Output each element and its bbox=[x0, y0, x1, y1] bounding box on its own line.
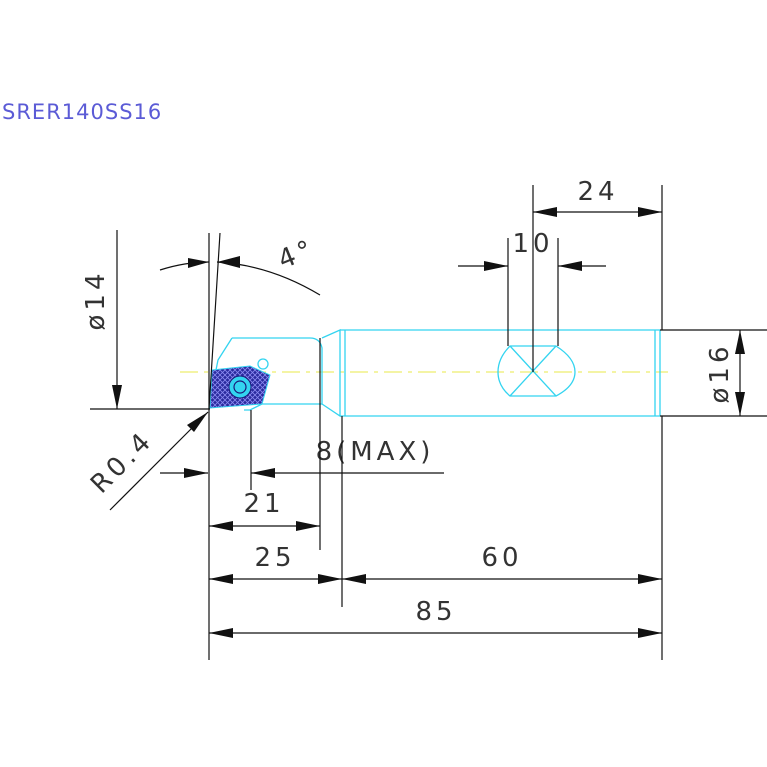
tool-holder-body bbox=[213, 328, 661, 418]
dimension-25-60: 25 60 bbox=[209, 416, 662, 607]
dimension-85: 85 bbox=[208, 409, 663, 660]
drawing-title: SRER140SS16 bbox=[2, 100, 163, 124]
dia-head-label: ø14 bbox=[81, 270, 111, 331]
dim-25-label: 25 bbox=[254, 543, 295, 573]
depth-8max-label: 8(MAX) bbox=[316, 437, 435, 467]
angle-label: 4° bbox=[274, 234, 320, 276]
dim-21-label: 21 bbox=[243, 489, 284, 519]
dia-shank-label: ø16 bbox=[705, 343, 735, 404]
dimension-24: 24 bbox=[532, 177, 663, 372]
width-24-label: 24 bbox=[577, 177, 618, 207]
dimension-dia-shank: ø16 bbox=[660, 329, 767, 417]
cutting-insert bbox=[209, 365, 271, 409]
dimension-10: 10 bbox=[458, 229, 606, 346]
dimension-8max: 8(MAX) bbox=[160, 410, 444, 490]
radius-label: R0.4 bbox=[85, 425, 160, 500]
overall-85-label: 85 bbox=[415, 597, 456, 627]
dimension-radius: R0.4 bbox=[85, 411, 209, 511]
dim-60-label: 60 bbox=[481, 543, 522, 573]
dimension-dia-head: ø14 bbox=[81, 230, 210, 410]
flat-10-label: 10 bbox=[512, 229, 553, 259]
shank-flat bbox=[497, 345, 576, 397]
dimension-21: 21 bbox=[209, 338, 321, 550]
